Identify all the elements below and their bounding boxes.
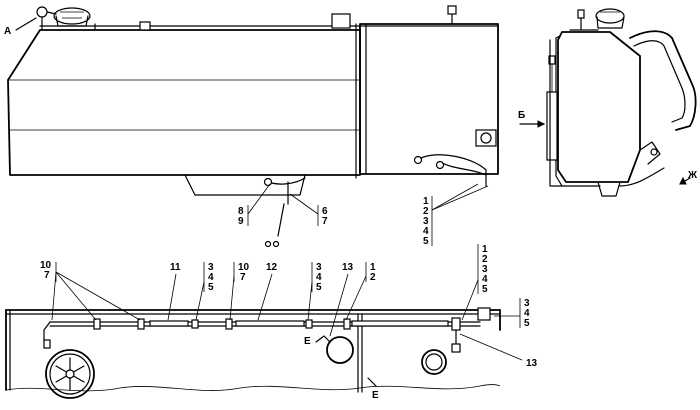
callout-3b: 3 [316, 262, 322, 273]
callout-3-4-5-b: 3 4 5 [307, 262, 322, 321]
callout-3-4-5-a: 3 4 5 [195, 262, 214, 321]
callout-1c: 1 [482, 244, 488, 255]
callout-5: 5 [423, 236, 429, 247]
callout-11: 11 [167, 262, 181, 321]
callout-7a: 7 [44, 270, 50, 281]
view-label-b: Б [518, 110, 525, 121]
callout-8: 8 [238, 206, 244, 217]
callout-1-2: 1 2 [345, 262, 376, 321]
callout-7: 7 [322, 216, 328, 227]
level-sensor-icon [475, 129, 497, 147]
view-a-marker: А [4, 17, 37, 37]
callout-1: 1 [423, 196, 429, 207]
callout-3d: 3 [524, 298, 530, 309]
callout-4a: 4 [208, 272, 214, 283]
callout-5d: 5 [524, 318, 530, 329]
callout-3-4-5-right: 3 4 5 [494, 298, 530, 329]
callout-8-9: 8 9 [238, 183, 271, 227]
callout-12-label: 12 [266, 262, 278, 273]
callout-1b: 1 [370, 262, 376, 273]
callout-2: 2 [423, 206, 429, 217]
callout-10a: 10 [40, 260, 52, 271]
callout-12: 12 [257, 262, 278, 321]
callout-10b: 10 [238, 262, 250, 273]
callout-5c: 5 [482, 284, 488, 295]
callout-6-7: 6 7 [289, 193, 328, 227]
callout-4b: 4 [316, 272, 322, 283]
callout-11-label: 11 [170, 262, 181, 273]
view-label-a: А [4, 26, 11, 37]
callout-13-b: 13 [459, 333, 538, 369]
main-tank-side-view [7, 5, 499, 248]
callout-2c: 2 [482, 254, 488, 265]
callout-3a: 3 [208, 262, 214, 273]
callout-13a-label: 13 [342, 262, 354, 273]
callout-5b: 5 [316, 282, 322, 293]
callout-10-7-mid: 10 7 [229, 262, 250, 321]
callout-4c: 4 [482, 274, 488, 285]
callout-4d: 4 [524, 308, 530, 319]
section-e-label-1: Е [304, 336, 311, 347]
tank-end-view [546, 8, 697, 197]
callout-stack-tank: 1 2 3 4 5 [423, 183, 489, 247]
callout-2b: 2 [370, 272, 376, 283]
callout-3: 3 [423, 216, 429, 227]
callout-3c: 3 [482, 264, 488, 275]
chassis-plan-view [5, 307, 501, 399]
wheel-icon [45, 349, 95, 399]
callout-7b: 7 [240, 272, 246, 283]
callout-9: 9 [238, 216, 244, 227]
callout-4: 4 [423, 226, 429, 237]
section-e-label-2: Е [372, 390, 379, 401]
callout-13-a: 13 [329, 262, 354, 337]
callout-5a: 5 [208, 282, 214, 293]
view-label-zh: Ж [687, 170, 698, 181]
view-zh-marker: Ж [679, 170, 698, 185]
callout-13b-label: 13 [526, 358, 538, 369]
callout-1-5-right: 1 2 3 4 5 [461, 244, 488, 321]
callout-10-7-left: 10 7 [40, 260, 141, 321]
callout-6: 6 [322, 206, 328, 217]
view-b-marker: Б [518, 110, 546, 128]
filler-cap-icon [53, 7, 91, 27]
